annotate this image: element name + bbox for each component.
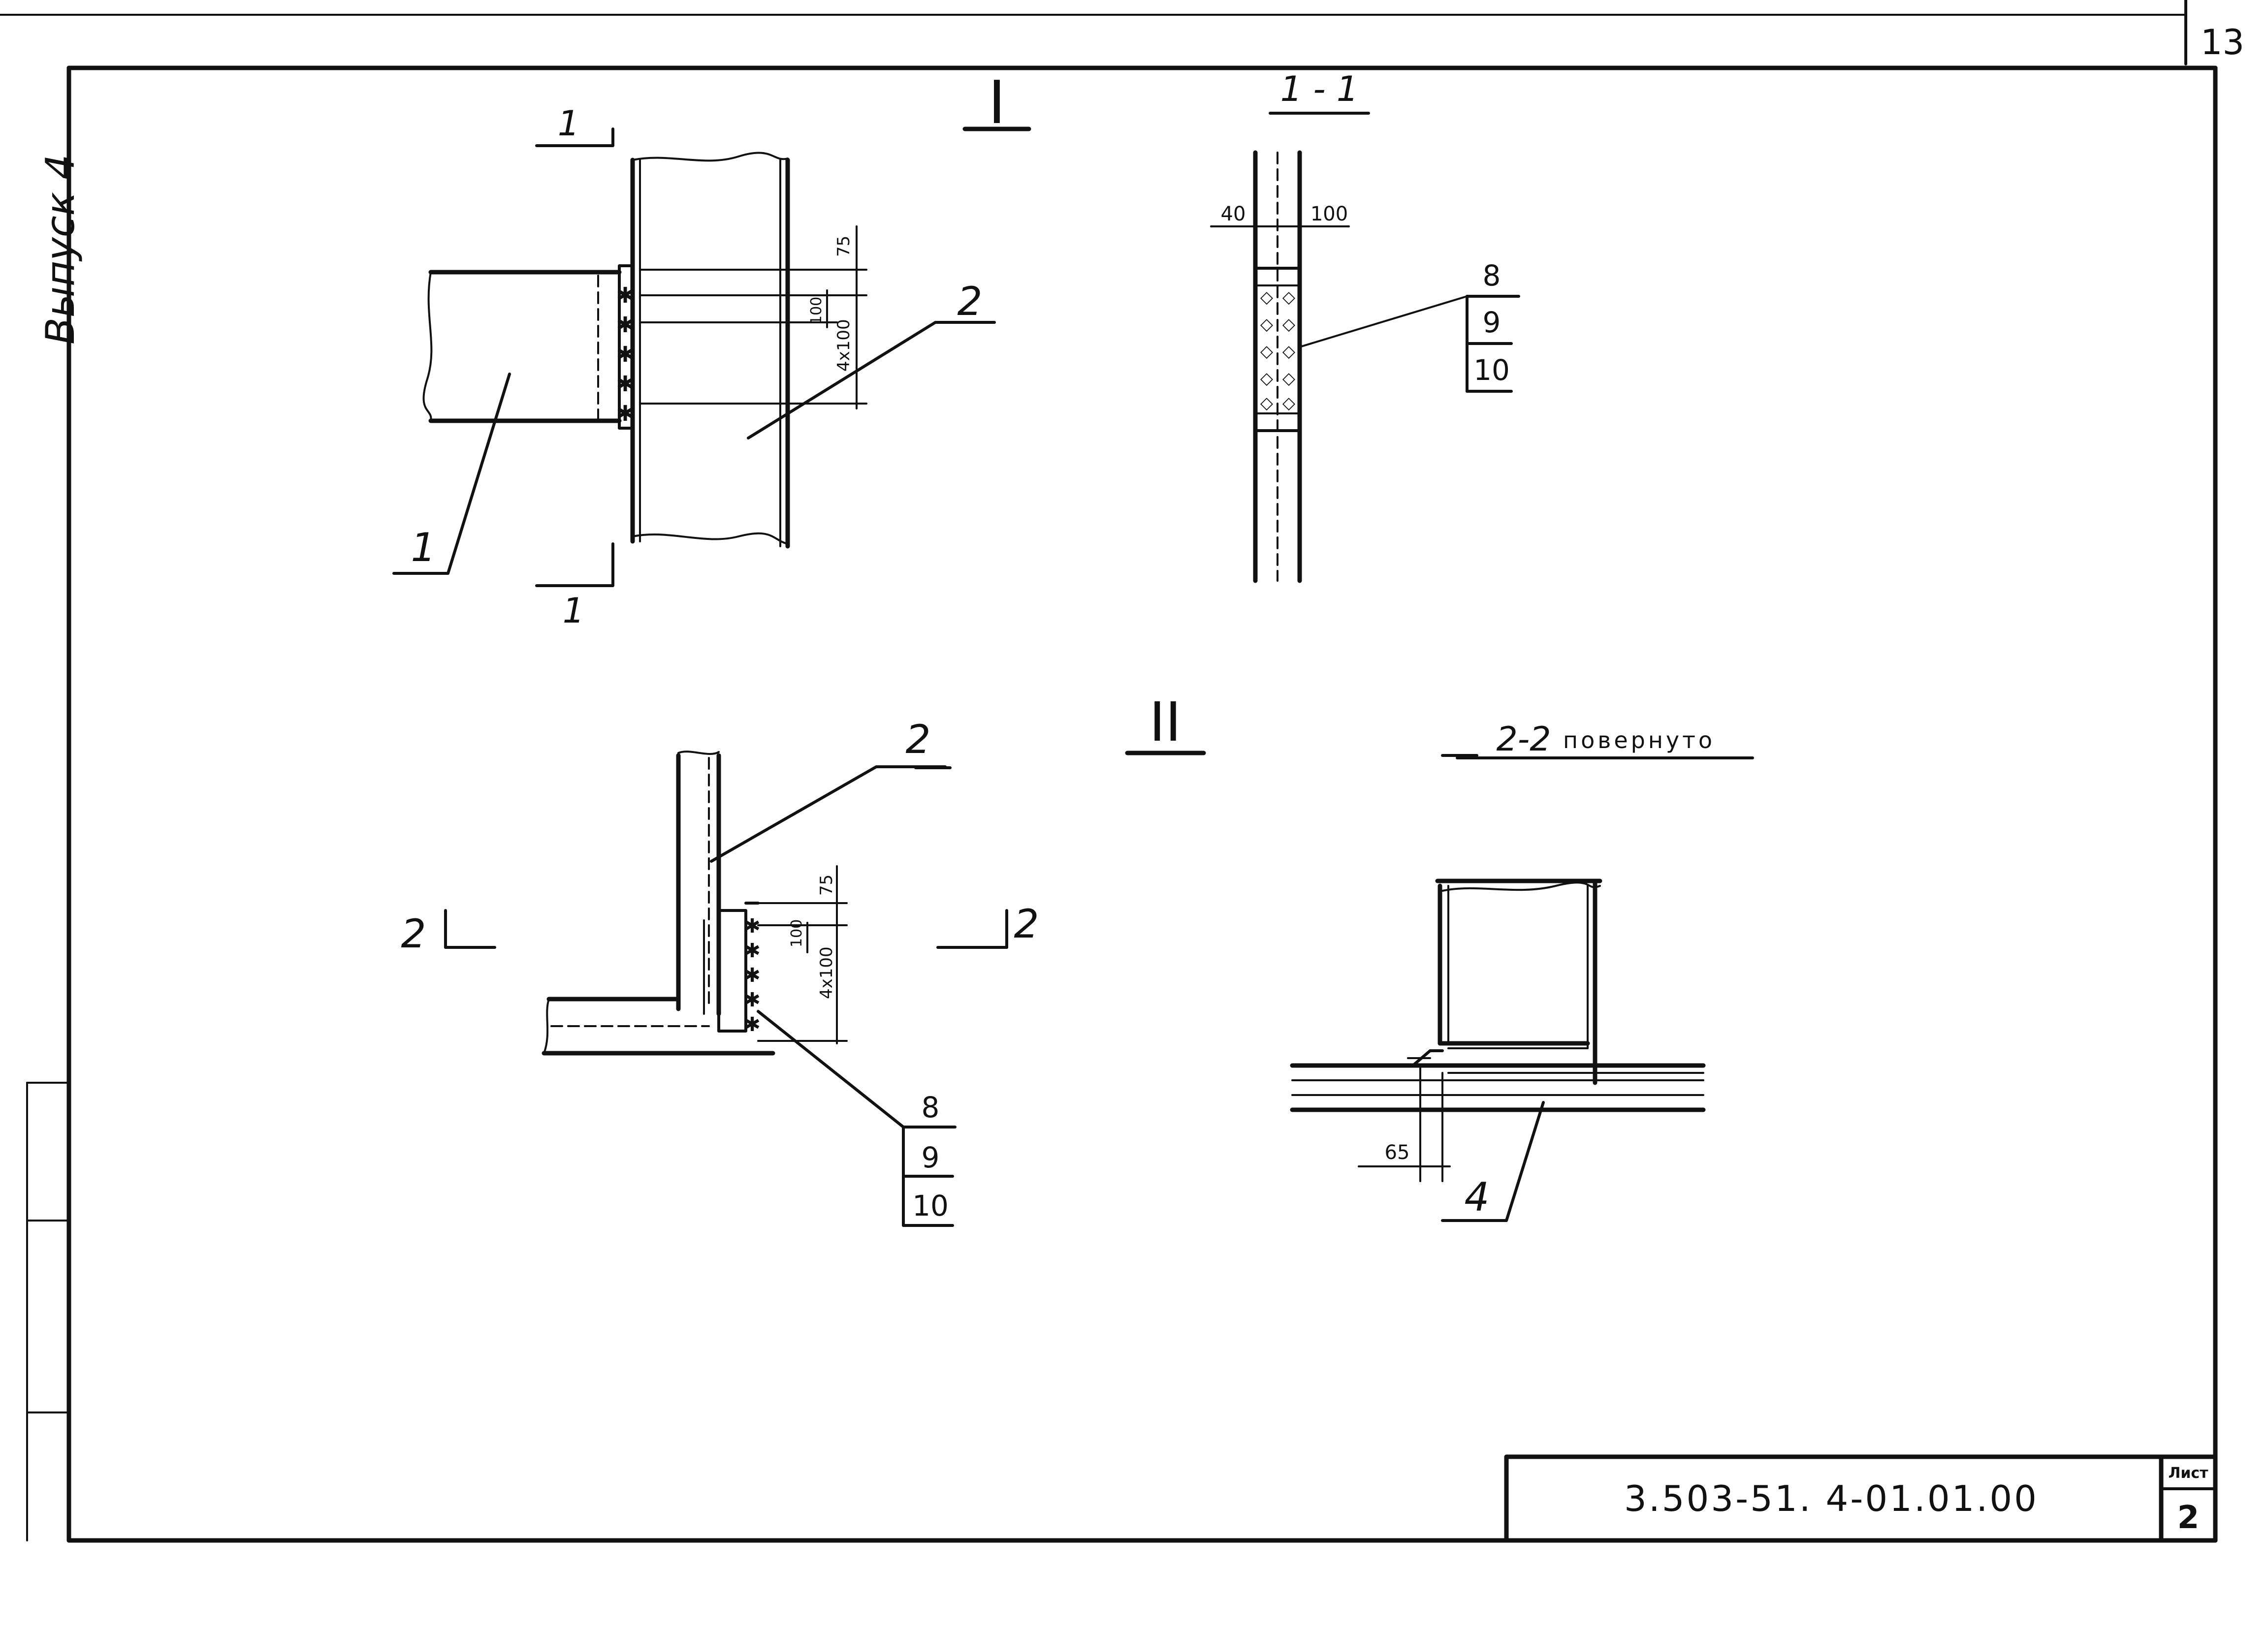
ref-8-node2: 8 (922, 1091, 940, 1124)
callout-column: 2 (958, 279, 983, 324)
sheet-frame (0, 0, 2218, 1543)
callout-column-2: 2 (906, 717, 931, 762)
callout-4: 4 (1465, 1174, 1490, 1220)
svg-text:◇: ◇ (1282, 369, 1296, 388)
callout-beam: 1 (411, 525, 436, 570)
ref-8: 8 (1483, 259, 1501, 292)
section-mark-2-left: 2 (401, 911, 426, 957)
bolt-row: ✱ ✱ ✱ ✱ ✱ (616, 283, 635, 426)
node-2-view: ✱ ✱ ✱ ✱ ✱ (444, 751, 1206, 1227)
svg-text:◇: ◇ (1260, 314, 1274, 334)
svg-text:◇: ◇ (1282, 314, 1296, 334)
dim-4x100-node2: 4x100 (817, 946, 836, 999)
svg-text:◇: ◇ (1260, 342, 1274, 361)
section-mark-1-top: 1 (558, 103, 580, 144)
svg-text:✱: ✱ (744, 989, 761, 1011)
section-1-1-view: ◇ ◇ ◇ ◇ ◇ ◇ ◇ ◇ ◇ ◇ (1210, 112, 1520, 583)
section-2-2-title: 2-2 (1496, 720, 1551, 759)
drawing-code: 3.503-51. 4-01.01.00 (1624, 1478, 2039, 1519)
dim-100-node2: 100 (788, 919, 805, 947)
dim-100: 100 (808, 297, 825, 325)
section-1-1-title: 1 - 1 (1280, 69, 1359, 109)
ref-10: 10 (1473, 353, 1510, 387)
dim-4x100: 4x100 (834, 319, 854, 372)
node-2-title: II (1150, 690, 1182, 753)
section-2-2-note: повернуто (1563, 727, 1715, 753)
node-1-view: ✱ ✱ ✱ ✱ ✱ (392, 126, 1031, 587)
svg-text:✱: ✱ (616, 342, 635, 367)
svg-text:✱: ✱ (616, 401, 635, 426)
dim-40: 40 (1221, 203, 1246, 225)
dim-75-node2: 75 (817, 875, 836, 896)
svg-text:✱: ✱ (744, 964, 761, 987)
bolt-row-2: ✱ ✱ ✱ ✱ ✱ (744, 915, 761, 1036)
sheet-label: Лист (2168, 1465, 2208, 1482)
svg-text:✱: ✱ (616, 313, 635, 338)
svg-text:◇: ◇ (1260, 369, 1274, 388)
dim-75: 75 (834, 236, 854, 257)
section-mark-2-right: 2 (1014, 901, 1039, 947)
section-2-2-view (1290, 754, 1754, 1222)
svg-text:✱: ✱ (616, 283, 635, 308)
dim-100-right: 100 (1310, 203, 1348, 225)
svg-text:✱: ✱ (744, 1013, 761, 1036)
svg-text:◇: ◇ (1260, 393, 1274, 413)
title-block (1504, 1454, 2218, 1543)
ref-10-node2: 10 (912, 1189, 949, 1222)
svg-text:✱: ✱ (744, 915, 761, 938)
section-mark-1-bottom: 1 (563, 591, 585, 631)
svg-text:◇: ◇ (1260, 287, 1274, 307)
svg-text:✱: ✱ (744, 940, 761, 962)
vertical-title: Выпуск 4 (37, 155, 83, 345)
ref-9-node2: 9 (922, 1141, 940, 1174)
svg-text:◇: ◇ (1282, 287, 1296, 307)
ref-9: 9 (1483, 306, 1501, 339)
bolt-grid: ◇ ◇ ◇ ◇ ◇ ◇ ◇ ◇ ◇ ◇ (1260, 287, 1296, 413)
sheet-number: 2 (2177, 1500, 2200, 1536)
svg-text:◇: ◇ (1282, 393, 1296, 413)
dim-65: 65 (1385, 1141, 1410, 1164)
page-number: 13 (2201, 22, 2244, 63)
svg-text:✱: ✱ (616, 372, 635, 397)
node-1-title: I (988, 69, 1005, 137)
svg-text:◇: ◇ (1282, 342, 1296, 361)
